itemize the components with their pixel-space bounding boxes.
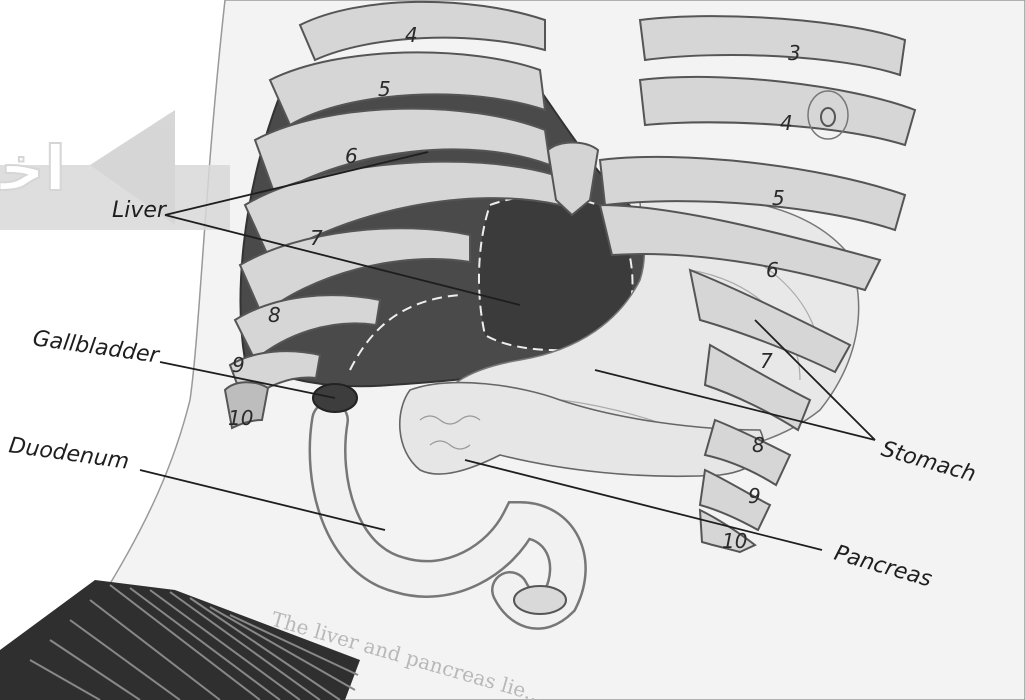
- rib-number: 9: [232, 353, 245, 377]
- rib-number: 4: [405, 23, 418, 47]
- label-gallbladder: Gallbladder: [31, 326, 162, 369]
- label-duodenum: Duodenum: [7, 433, 130, 475]
- rib-number: 6: [766, 258, 779, 282]
- rib-number: 9: [748, 484, 761, 508]
- rib-number: 5: [378, 77, 391, 101]
- rib-number: 7: [760, 349, 773, 373]
- duodenum-opening: [514, 586, 566, 614]
- rib-number: 4: [780, 111, 793, 135]
- label-liver: Liver: [112, 198, 168, 223]
- rib-number: 10: [228, 406, 253, 430]
- rib-number: 10: [722, 529, 747, 553]
- rib-number: 8: [268, 303, 281, 327]
- rib-number: 7: [310, 226, 323, 250]
- svg-text:ﺍﺧ: ﺍﺧ: [0, 132, 66, 205]
- rib-number: 8: [752, 433, 765, 457]
- rib-number: 5: [772, 186, 785, 210]
- rib-number: 3: [788, 41, 801, 65]
- rib-number: 6: [345, 144, 358, 168]
